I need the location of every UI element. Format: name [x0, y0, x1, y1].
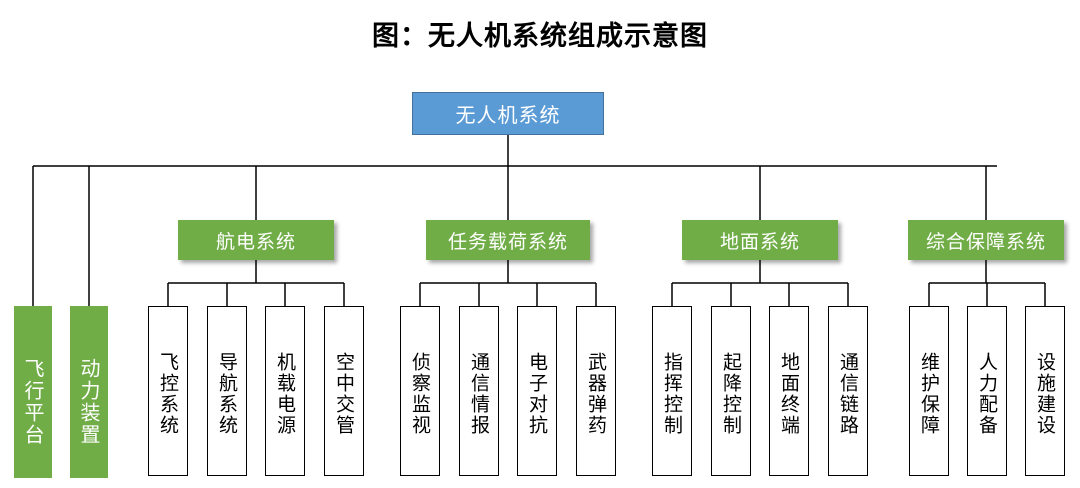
- category-mission-payload: 任务载荷系统: [426, 220, 590, 260]
- leaf-comm-link: 通信链路: [828, 306, 868, 476]
- category-ground-system: 地面系统: [682, 220, 838, 260]
- leaf-command-control: 指挥控制: [652, 306, 692, 476]
- leaf-takeoff-landing: 起降控制: [711, 306, 751, 476]
- leaf-staffing: 人力配备: [967, 306, 1007, 476]
- leaf-onboard-power: 机载电源: [265, 306, 305, 476]
- leaf-flight-platform: 飞行平台: [14, 306, 52, 478]
- leaf-flight-control: 飞控系统: [148, 306, 188, 476]
- leaf-maintenance: 维护保障: [909, 306, 949, 476]
- leaf-reconnaissance: 侦察监视: [400, 306, 440, 476]
- category-support-system: 综合保障系统: [908, 220, 1064, 260]
- leaf-facilities: 设施建设: [1025, 306, 1065, 476]
- leaf-ground-terminal: 地面终端: [769, 306, 809, 476]
- category-avionics: 航电系统: [178, 220, 334, 260]
- root-node: 无人机系统: [412, 92, 604, 135]
- diagram-title: 图：无人机系统组成示意图: [372, 21, 708, 52]
- leaf-weapons: 武器弹药: [576, 306, 616, 476]
- leaf-electronic-warfare: 电子对抗: [517, 306, 557, 476]
- leaf-air-traffic: 空中交管: [324, 306, 364, 476]
- leaf-comm-intel: 通信情报: [459, 306, 499, 476]
- leaf-power-unit: 动力装置: [70, 306, 108, 478]
- leaf-navigation: 导航系统: [207, 306, 247, 476]
